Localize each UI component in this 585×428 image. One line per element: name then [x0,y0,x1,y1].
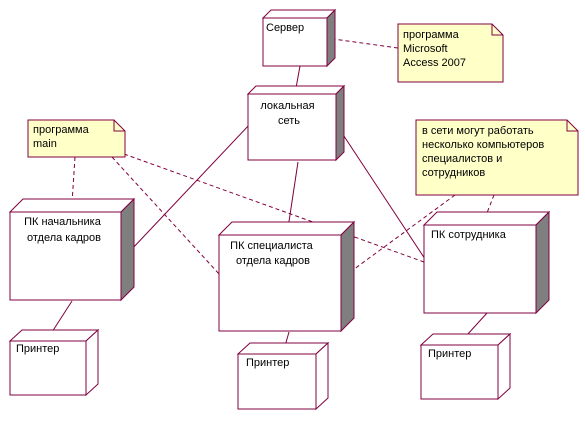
connections [51,65,488,347]
note-network: в сети могут работать несколько компьюте… [415,119,579,196]
node-server: Сервер [261,8,337,68]
note-access-text: программа Microsoft Access 2007 [403,29,466,69]
node-printer-1: Принтер [8,328,100,397]
node-printer-2: Принтер [236,341,330,411]
note-main-text: программа main [33,124,92,150]
pc-head-label: ПК начальника отдела кадров [24,216,104,244]
link-lan-pc-head [130,123,251,251]
node-printer-3: Принтер [419,332,512,401]
link-pc-head-printer-1 [51,300,73,333]
link-lan-pc-specialist [287,161,299,229]
dep-network-pc-specialist [341,194,456,279]
note-network-text: в сети могут работать несколько компьюте… [422,125,547,179]
dep-main-pc-specialist [111,156,221,276]
server-label: Сервер [266,22,304,34]
printer-1-label: Принтер [16,343,59,355]
printer-3-label: Принтер [428,348,471,360]
node-pc-employee: ПК сотрудника [422,210,551,315]
pc-employee-label: ПК сотрудника [431,229,507,241]
printer-2-label: Принтер [246,357,289,369]
dep-main-pc-head [71,156,76,204]
node-pc-specialist: ПК специалиста отдела кадров [217,220,356,333]
node-local-network: локальная сеть [246,84,346,162]
pc-specialist-label: ПК специалиста отдела кадров [230,240,316,267]
link-pc-employee-printer-3 [466,312,488,336]
note-main: программа main [27,119,126,158]
dependencies [71,37,495,279]
note-access: программа Microsoft Access 2007 [397,23,504,83]
local-network-label: локальная сеть [260,100,317,127]
node-pc-head: ПК начальника отдела кадров [8,197,136,302]
link-server-lan [295,65,301,89]
dep-access-server [325,37,399,49]
link-lan-pc-employee [335,123,428,263]
